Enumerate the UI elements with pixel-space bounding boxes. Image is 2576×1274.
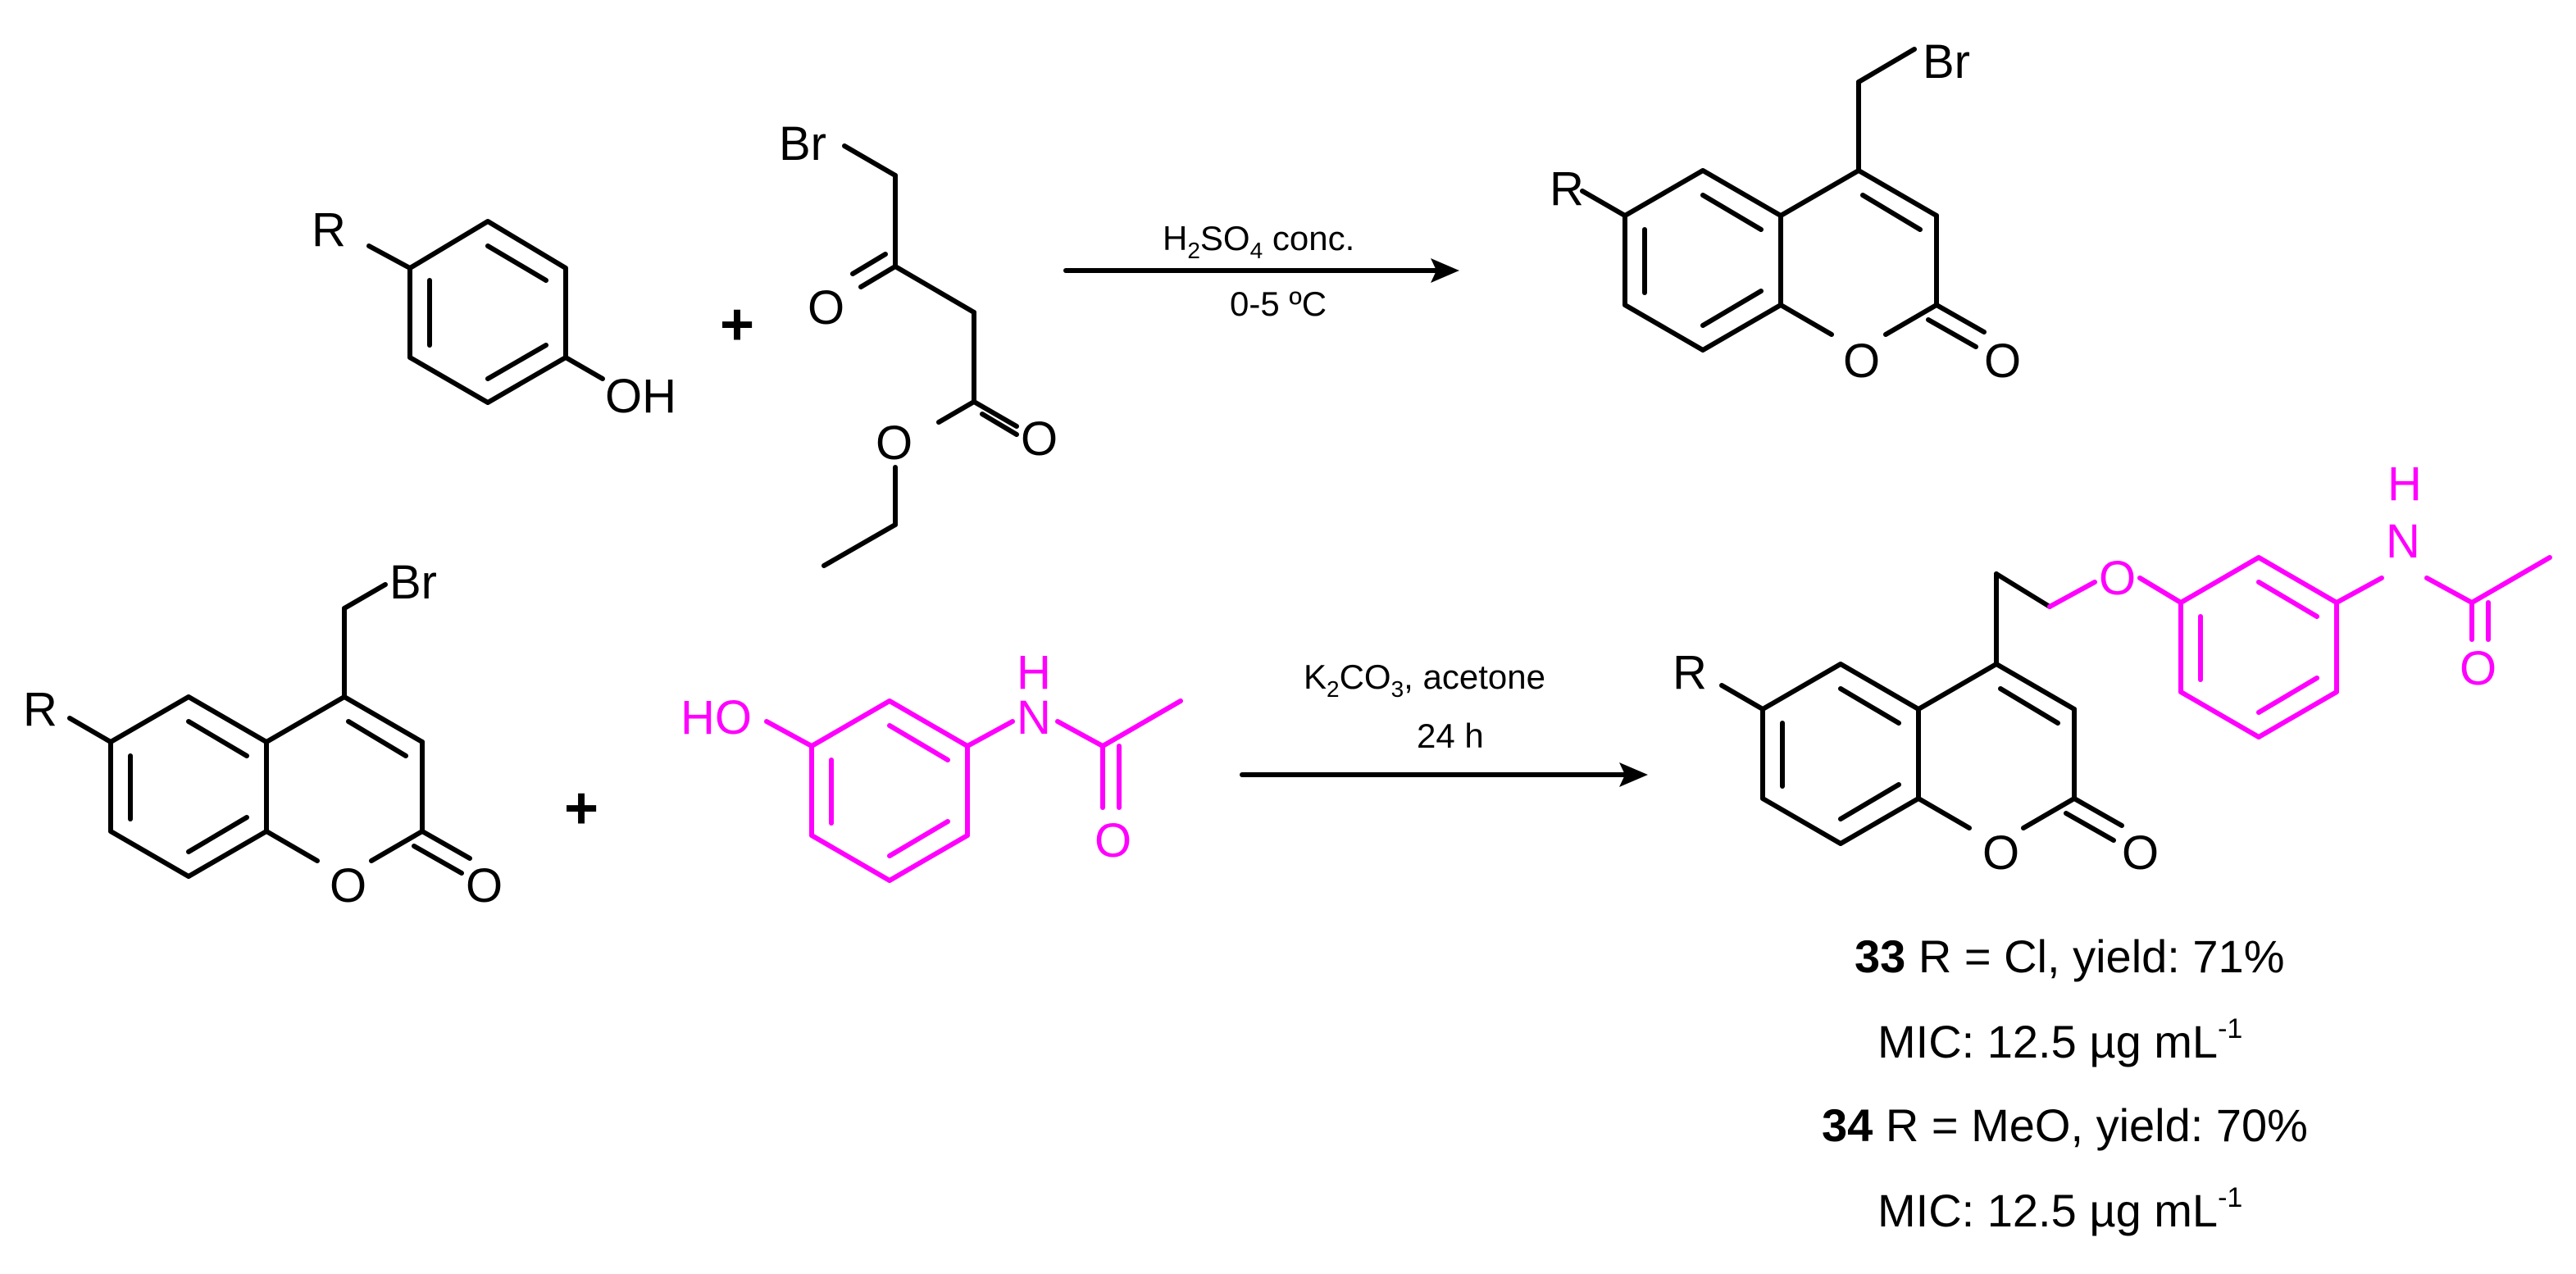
product1-carbonyl-oxygen-label: O xyxy=(1984,334,2021,388)
result-34-mic: MIC: 12.5 µg mL-1 xyxy=(1877,1182,2242,1236)
product1-ring-oxygen-label: O xyxy=(1843,334,1880,388)
condition-temperature: 0-5 ºC xyxy=(1230,284,1327,323)
product1-bromine-label: Br xyxy=(1923,35,1970,89)
reaction-arrow-2: K2CO3, acetone 24 h xyxy=(1240,657,1648,787)
amide-n-label: N xyxy=(1017,691,1051,744)
hydroxyl-label: HO xyxy=(680,691,752,744)
product2-ether-oxygen-label: O xyxy=(2099,552,2136,605)
reaction-arrow-1: H2SO4 conc. 0-5 ºC xyxy=(1063,219,1459,323)
product2-carbonyl-oxygen-label: O xyxy=(2122,826,2159,880)
condition-reagent-1: H2SO4 conc. xyxy=(1163,219,1354,263)
bromoacetoacetate-reactant: Br O O O xyxy=(779,117,1058,568)
result-34-line: 34 R = MeO, yield: 70% xyxy=(1822,1099,2308,1151)
reactant3-bromine-label: Br xyxy=(389,556,437,609)
ester-carbonyl-oxygen-label: O xyxy=(1021,412,1058,466)
condition-time: 24 h xyxy=(1417,717,1484,755)
product2-ring-oxygen-label: O xyxy=(1982,826,2019,880)
phenol-r-label: R xyxy=(312,203,346,257)
phenol-oh-label: OH xyxy=(605,370,676,423)
product2-amide-h-label: H xyxy=(2387,457,2422,511)
amide-h-label: H xyxy=(1017,646,1051,699)
plus-sign-1: + xyxy=(720,292,754,357)
reactant3-ring-oxygen-label: O xyxy=(330,859,366,912)
coumarin-acetanilide-product: R O H N O O O xyxy=(1673,457,2552,880)
bromomethyl-coumarin-product: Br R O O xyxy=(1550,35,2021,388)
plus-sign-2: + xyxy=(564,776,598,841)
product2-r-label: R xyxy=(1673,646,1707,699)
product1-r-label: R xyxy=(1550,162,1584,216)
ketone-oxygen-label: O xyxy=(808,281,844,334)
bromine-label: Br xyxy=(779,117,826,171)
amide-o-label: O xyxy=(1095,814,1131,867)
results-block: 33 R = Cl, yield: 71% MIC: 12.5 µg mL-1 … xyxy=(1822,930,2308,1236)
reactant3-carbonyl-oxygen-label: O xyxy=(466,859,503,912)
bromomethyl-coumarin-reactant: Br R O O xyxy=(23,556,503,912)
condition-reagent-2: K2CO3, acetone xyxy=(1304,657,1545,702)
hydroxyacetanilide-reactant: HO H N O xyxy=(680,646,1183,883)
product2-amide-o-label: O xyxy=(2460,642,2496,695)
result-33-mic: MIC: 12.5 µg mL-1 xyxy=(1877,1013,2242,1067)
phenol-reactant: R OH xyxy=(312,203,676,423)
product2-amide-n-label: N xyxy=(2386,515,2420,568)
ester-oxygen-label: O xyxy=(876,416,913,470)
reactant3-r-label: R xyxy=(23,683,57,736)
result-33-line: 33 R = Cl, yield: 71% xyxy=(1855,930,2285,982)
